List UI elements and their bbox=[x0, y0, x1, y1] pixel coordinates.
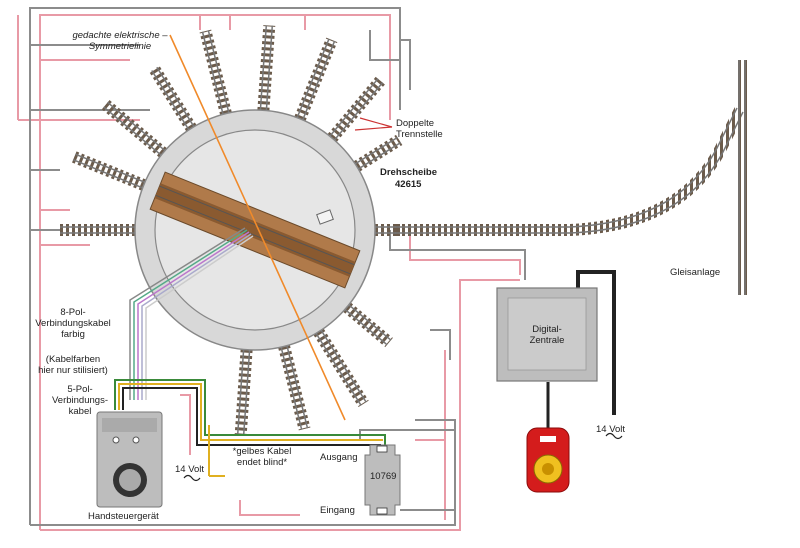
turntable-label: Drehscheibe bbox=[380, 167, 438, 178]
pink-wires bbox=[17, 14, 521, 531]
ac-symbol-right bbox=[605, 432, 623, 440]
output-label: Ausgang bbox=[320, 452, 358, 463]
cable-colors-note: (Kabelfarben hier nur stilisiert) bbox=[38, 354, 108, 376]
separation-arrows bbox=[354, 117, 393, 131]
digital-central bbox=[496, 287, 598, 382]
hand-controller bbox=[96, 411, 163, 508]
main-line-track bbox=[395, 60, 749, 295]
module-10769 bbox=[364, 444, 401, 516]
turntable bbox=[134, 109, 376, 351]
cable-5pol-label: 5-Pol- Verbindungs- kabel bbox=[52, 384, 108, 417]
symmetry-line-label: gedachte elektrische – Symmetrielinie bbox=[72, 30, 168, 52]
hand-controller-label: Handsteuergerät bbox=[88, 511, 159, 522]
power-wire bbox=[576, 270, 616, 415]
cable-8pol-label: 8-Pol- Verbindungskabel farbig bbox=[35, 307, 111, 340]
track-layout-label: Gleisanlage bbox=[670, 267, 721, 278]
double-separation-label: Doppelte Trennstelle bbox=[396, 118, 443, 140]
volt-right-label: 14 Volt bbox=[596, 424, 626, 435]
grey-wires bbox=[29, 7, 526, 526]
module-number-label: 10769 bbox=[370, 471, 397, 482]
ac-symbol-left bbox=[183, 474, 201, 482]
symmetry-line bbox=[169, 34, 346, 421]
colored-cable-bundle bbox=[129, 227, 254, 400]
input-label: Eingang bbox=[320, 505, 355, 516]
digital-central-label: Digital- Zentrale bbox=[529, 324, 565, 346]
five-pole-cable bbox=[114, 379, 386, 477]
yellow-cable-note: *gelbes Kabel endet blind* bbox=[232, 446, 292, 468]
volt-left-label: 14 Volt bbox=[175, 464, 205, 475]
turntable-number: 42615 bbox=[395, 179, 422, 190]
red-controller bbox=[526, 427, 570, 493]
